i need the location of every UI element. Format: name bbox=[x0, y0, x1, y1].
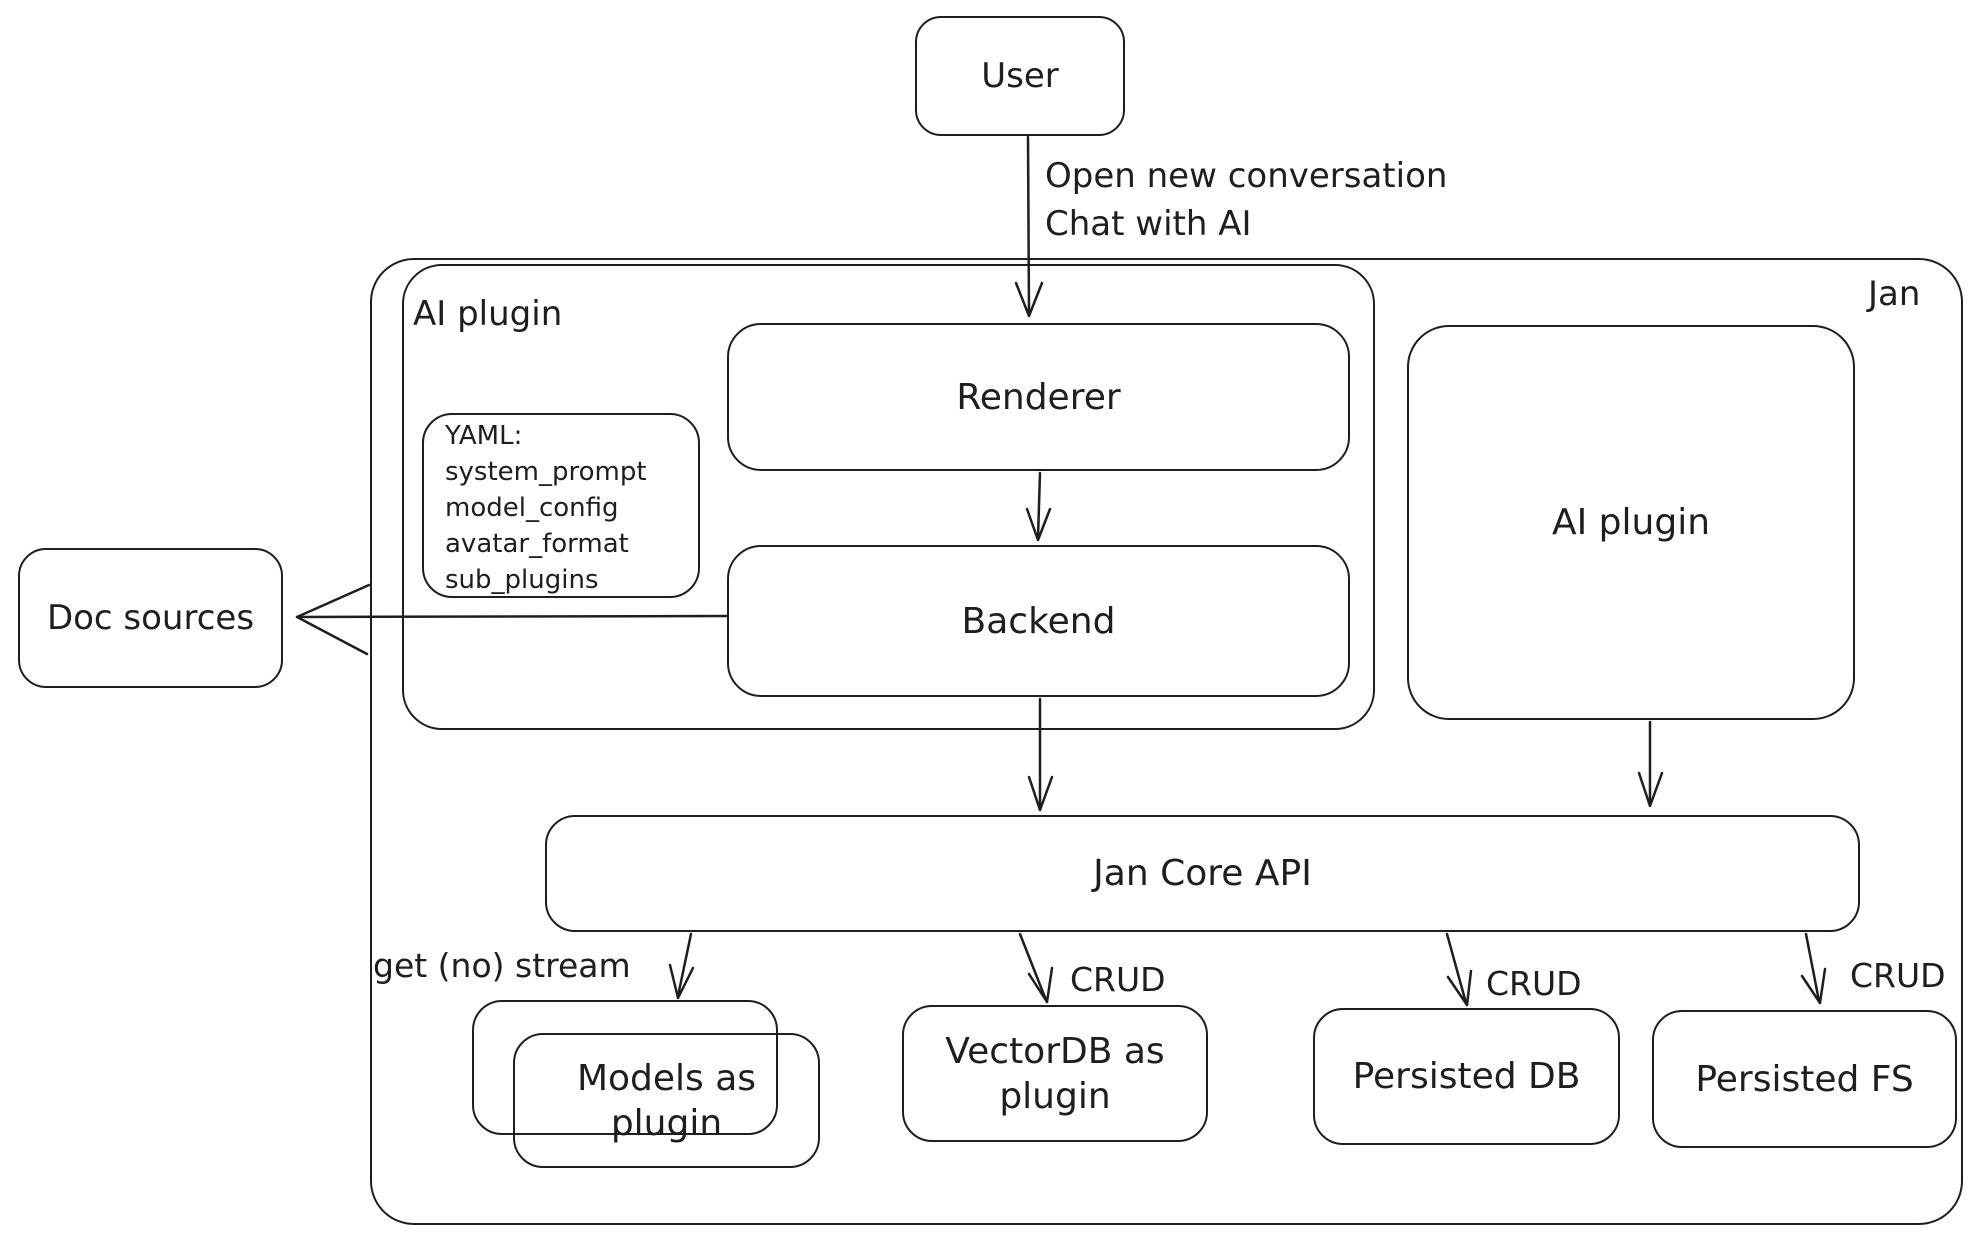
ai-plugin-node-label: AI plugin bbox=[1551, 502, 1711, 543]
get-stream-edge-label: get (no) stream bbox=[373, 946, 631, 985]
persisted-db-node-label: Persisted DB bbox=[1352, 1056, 1581, 1097]
jan-core-api-node[interactable]: Jan Core API bbox=[545, 815, 1860, 932]
crud-vectordb-edge-label: CRUD bbox=[1070, 960, 1166, 999]
crud-persisted-fs-edge-label: CRUD bbox=[1850, 956, 1946, 995]
crud-persisted-db-edge-label: CRUD bbox=[1486, 964, 1582, 1003]
user-node[interactable]: User bbox=[915, 16, 1125, 136]
yaml-note[interactable] bbox=[422, 413, 700, 598]
doc-sources-node-label: Doc sources bbox=[46, 597, 255, 638]
jan-container-label: Jan bbox=[1868, 274, 1921, 314]
persisted-fs-node-label: Persisted FS bbox=[1695, 1058, 1914, 1100]
ai-plugin-node[interactable]: AI plugin bbox=[1407, 325, 1855, 720]
backend-node-label: Backend bbox=[961, 600, 1116, 642]
jan-container[interactable] bbox=[370, 258, 1963, 1225]
persisted-fs-node[interactable]: Persisted FS bbox=[1652, 1010, 1957, 1148]
ai-plugin-group-label: AI plugin bbox=[413, 294, 563, 334]
backend-node[interactable]: Backend bbox=[727, 545, 1350, 697]
ai-plugin-group[interactable] bbox=[402, 264, 1375, 730]
persisted-db-node[interactable]: Persisted DB bbox=[1313, 1008, 1620, 1145]
models-plugin-outer-node[interactable] bbox=[472, 1000, 778, 1135]
jan-core-api-node-label: Jan Core API bbox=[1093, 853, 1312, 894]
renderer-node-label: Renderer bbox=[956, 376, 1121, 418]
renderer-node[interactable]: Renderer bbox=[727, 323, 1350, 471]
doc-sources-node[interactable]: Doc sources bbox=[18, 548, 283, 688]
user-node-label: User bbox=[981, 55, 1059, 96]
user-flow-edge-label: Open new conversation Chat with AI bbox=[1045, 156, 1448, 244]
